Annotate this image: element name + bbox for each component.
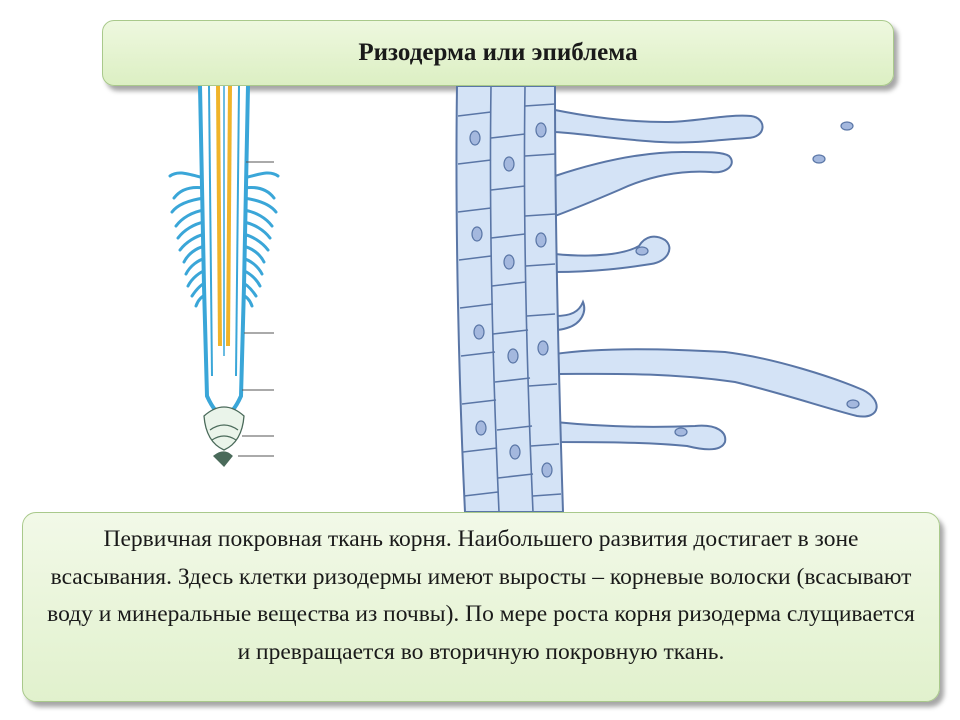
root-hairs (554, 108, 878, 451)
title-box: Ризодерма или эпиблема (102, 20, 894, 86)
root-hairs-diagram (455, 86, 878, 512)
cell-walls (457, 86, 562, 512)
slide-title: Ризодерма или эпиблема (358, 39, 638, 66)
epidermal-cells (455, 86, 565, 512)
description-text: Первичная покровная ткань корня. Наиболь… (47, 526, 915, 665)
description-box: Первичная покровная ткань корня. Наиболь… (22, 512, 940, 702)
root-body (198, 86, 250, 417)
hair-nuclei (635, 121, 860, 437)
zone-pointer-lines (238, 161, 274, 457)
root-tip-diagram (168, 86, 280, 467)
root-cap (203, 406, 245, 467)
cell-nuclei (469, 122, 553, 478)
